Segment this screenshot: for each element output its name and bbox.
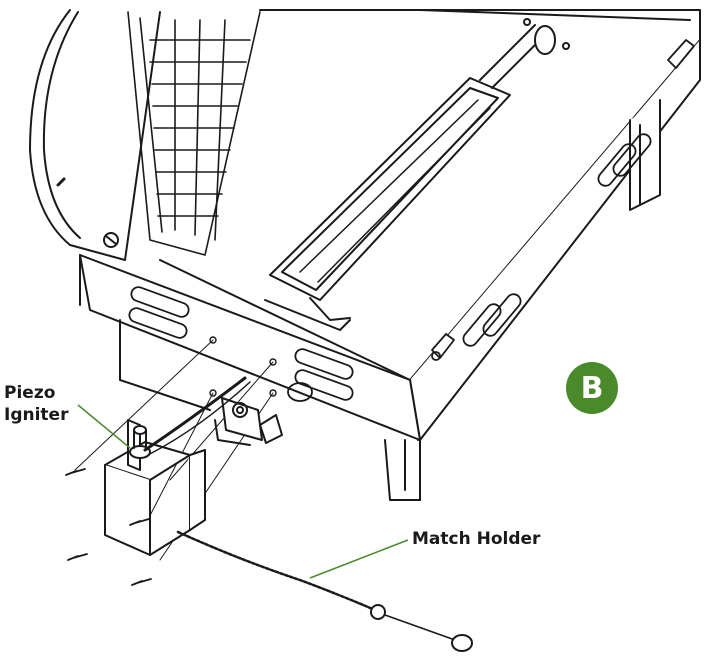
charcoal-tray [264,77,511,331]
match-holder-rod [370,604,473,652]
adjustment-rod [479,18,570,89]
leader-lines [77,404,409,579]
screws [65,468,152,586]
cooking-grate [127,11,261,256]
piezo-igniter-part [104,376,251,556]
front-vent-slots [128,286,354,402]
side-latches [431,39,695,361]
side-vent-slots [462,133,652,347]
match-holder-chain [176,530,377,612]
igniter-bracket [221,397,283,444]
piezo-leader-line [77,404,131,449]
firebox-body [79,9,701,501]
piezo-igniter-label-line1: Piezo [4,383,56,403]
grill-lid [29,9,161,261]
piezo-igniter-label-line2: Igniter [4,405,69,425]
match-holder-label: Match Holder [412,529,541,549]
step-badge: B [566,362,618,414]
piezo-igniter-label: Piezo Igniter [4,382,68,426]
match-holder-leader-line [309,539,409,579]
